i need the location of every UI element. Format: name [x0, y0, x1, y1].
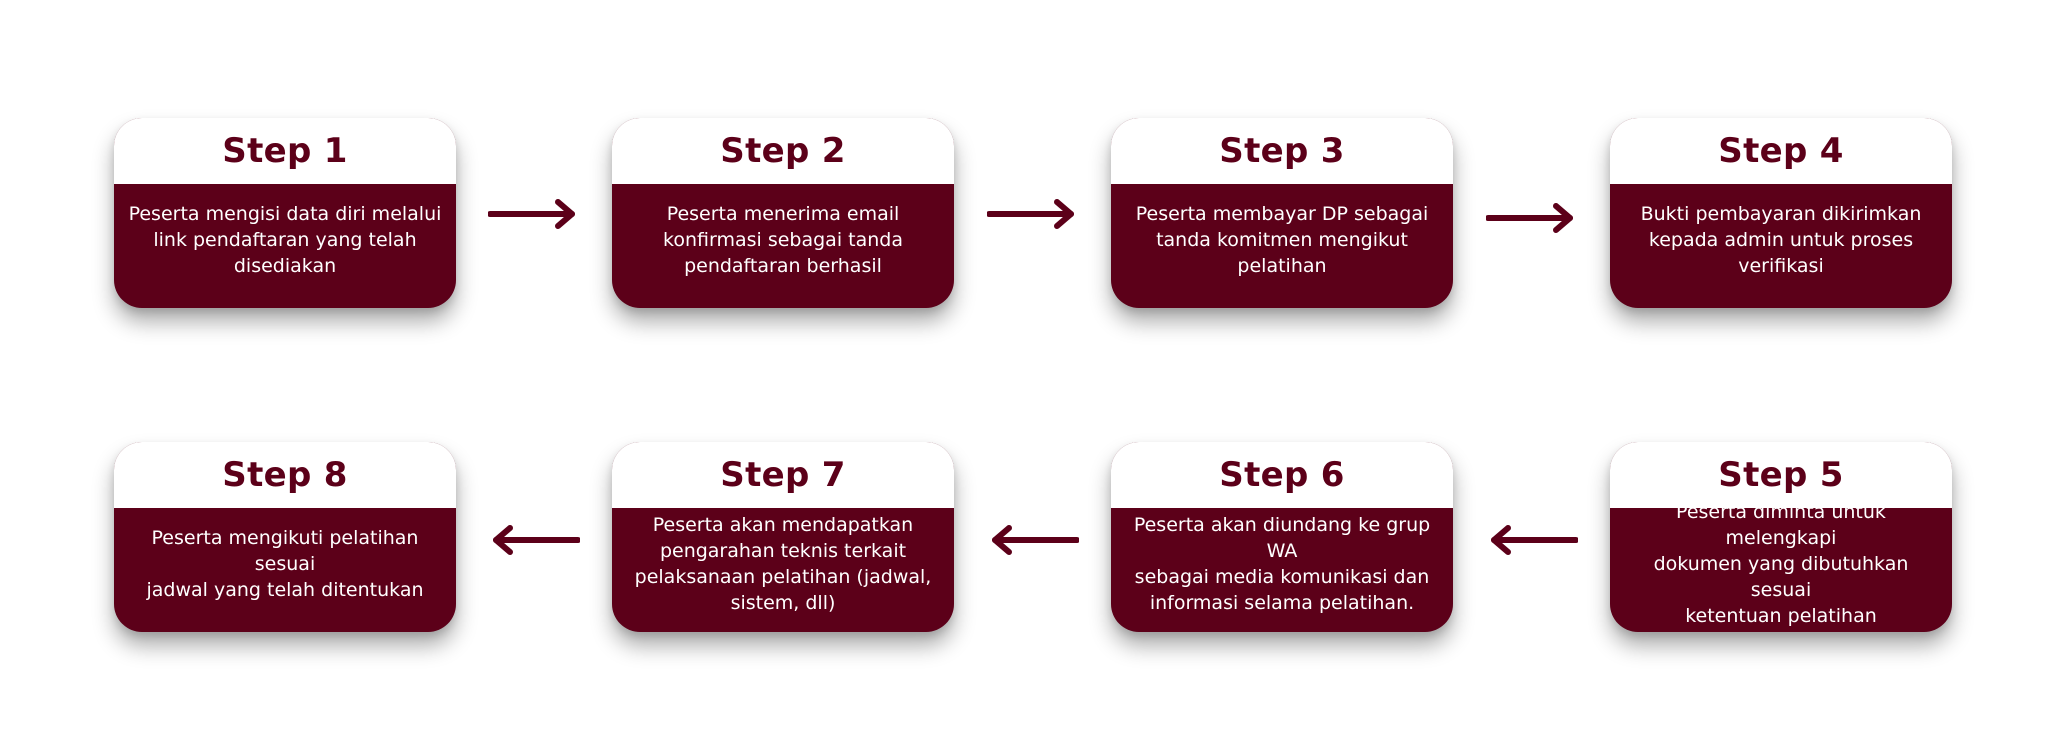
step-description: Peserta mengikuti pelatihan sesuai jadwa… [146, 527, 424, 601]
step-card-4: Step 4 Bukti pembayaran dikirimkan kepad… [1610, 118, 1952, 308]
step-card-body: Peserta akan diundang ke grup WA sebagai… [1111, 508, 1453, 632]
arrow-right-icon [987, 199, 1074, 229]
step-description: Peserta diminta untuk melengkapi dokumen… [1653, 501, 1909, 627]
step-card-body: Peserta membayar DP sebagai tanda komitm… [1111, 184, 1453, 308]
step-card-header: Step 4 [1610, 118, 1952, 184]
step-card-8: Step 8 Peserta mengikuti pelatihan sesua… [114, 442, 456, 632]
step-card-header: Step 6 [1111, 442, 1453, 508]
step-card-2: Step 2 Peserta menerima email konfirmasi… [612, 118, 954, 308]
arrow-left-icon [493, 525, 580, 555]
step-card-body: Peserta mengisi data diri melalui link p… [114, 184, 456, 308]
step-title: Step 2 [720, 131, 846, 171]
step-card-body: Peserta diminta untuk melengkapi dokumen… [1610, 501, 1952, 632]
step-title: Step 8 [222, 455, 348, 495]
step-card-7: Step 7 Peserta akan mendapatkan pengarah… [612, 442, 954, 632]
step-title: Step 4 [1718, 131, 1844, 171]
step-title: Step 1 [222, 131, 348, 171]
arrow-left-icon [1491, 525, 1578, 555]
step-card-5: Step 5 Peserta diminta untuk melengkapi … [1610, 442, 1952, 632]
step-card-header: Step 2 [612, 118, 954, 184]
step-description: Peserta menerima email konfirmasi sebaga… [663, 203, 903, 277]
arrow-right-icon [1486, 203, 1573, 233]
step-description: Peserta membayar DP sebagai tanda komitm… [1135, 203, 1429, 277]
step-title: Step 6 [1219, 455, 1345, 495]
step-card-body: Peserta menerima email konfirmasi sebaga… [612, 184, 954, 308]
arrow-right-icon [488, 199, 575, 229]
step-description: Peserta akan diundang ke grup WA sebagai… [1133, 514, 1431, 614]
step-title: Step 7 [720, 455, 846, 495]
step-card-1: Step 1 Peserta mengisi data diri melalui… [114, 118, 456, 308]
step-card-header: Step 5 [1610, 442, 1952, 508]
arrow-left-icon [992, 525, 1079, 555]
step-card-3: Step 3 Peserta membayar DP sebagai tanda… [1111, 118, 1453, 308]
step-description: Peserta akan mendapatkan pengarahan tekn… [634, 514, 932, 614]
step-card-body: Peserta akan mendapatkan pengarahan tekn… [612, 508, 954, 632]
step-card-body: Peserta mengikuti pelatihan sesuai jadwa… [114, 508, 456, 632]
step-card-header: Step 1 [114, 118, 456, 184]
step-title: Step 3 [1219, 131, 1345, 171]
step-title: Step 5 [1718, 455, 1844, 495]
step-card-6: Step 6 Peserta akan diundang ke grup WA … [1111, 442, 1453, 632]
step-card-body: Bukti pembayaran dikirimkan kepada admin… [1610, 184, 1952, 308]
step-description: Peserta mengisi data diri melalui link p… [128, 203, 442, 277]
step-card-header: Step 7 [612, 442, 954, 508]
step-card-header: Step 8 [114, 442, 456, 508]
step-description: Bukti pembayaran dikirimkan kepada admin… [1640, 203, 1922, 277]
step-card-header: Step 3 [1111, 118, 1453, 184]
